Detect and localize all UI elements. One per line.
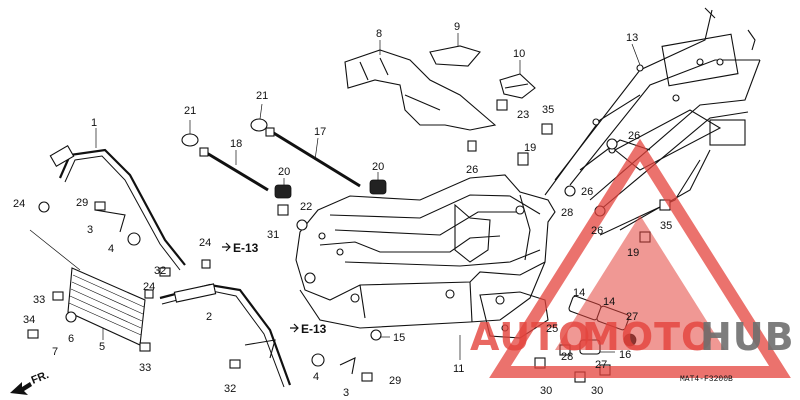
label-part-32a: 32 [154,265,166,277]
label-part-27a: 27 [626,311,638,323]
label-part-24b: 24 [199,237,211,249]
label-part-15: 15 [393,332,405,344]
watermark-logo: AUTO MOTO HUB [470,138,795,378]
label-part-19b: 19 [627,247,639,259]
front-direction-label: FR. [30,369,51,387]
label-part-35a: 35 [542,104,554,116]
label-part-26a: 26 [466,164,478,176]
front-arrow-icon [10,382,32,395]
watermark-text-moto: MOTO [582,315,714,359]
label-part-8: 8 [376,28,382,40]
main-frame [295,174,556,339]
label-part-21b: 21 [256,90,268,102]
label-part-18: 18 [230,138,242,150]
label-part-2: 2 [206,311,212,323]
label-part-1: 1 [91,117,97,129]
label-part-23: 23 [517,109,529,121]
label-part-27b: 27 [595,359,607,371]
label-part-11: 11 [453,363,464,375]
label-part-5: 5 [99,341,105,353]
label-part-30a: 30 [540,385,552,397]
oil-cooler-assembly [27,145,373,388]
label-part-14a: 14 [573,287,585,299]
watermark-text-hub: HUB [700,315,795,359]
label-part-33a: 33 [33,294,45,306]
label-part-26b: 26 [628,130,640,142]
part-labels: 1 2 3 3 4 4 5 6 7 8 9 10 11 13 14 14 15 … [13,21,672,399]
label-part-19a: 19 [524,142,536,154]
label-part-4b: 4 [313,371,319,383]
label-part-25: 25 [546,323,558,335]
label-part-29b: 29 [389,375,401,387]
label-part-14b: 14 [603,296,615,308]
label-part-35b: 35 [660,220,672,232]
reference-codes: E-13 E-13 [222,241,327,336]
long-bolts [199,127,361,192]
label-part-7: 7 [52,346,58,358]
label-part-26d: 26 [591,225,603,237]
label-part-22: 22 [300,201,312,213]
label-part-24a: 24 [13,198,25,210]
label-part-32b: 32 [224,383,236,395]
label-part-20b: 20 [372,161,384,173]
label-part-34: 34 [23,314,35,326]
label-part-28a: 28 [561,207,573,219]
label-part-33b: 33 [139,362,151,374]
label-part-9: 9 [454,21,460,33]
leader-lines [29,33,641,360]
label-part-29a: 29 [76,197,88,209]
front-direction-indicator: FR. [10,369,51,395]
label-part-26c: 26 [581,186,593,198]
sub-frame [544,7,761,236]
label-part-16: 16 [619,349,631,361]
diagram-code: MAT4-F3200B [680,375,733,384]
label-part-30b: 30 [591,385,603,397]
label-part-28b: 28 [561,351,573,363]
label-part-31: 31 [267,229,279,241]
label-part-17: 17 [314,126,326,138]
watermark-text-auto: AUTO [470,315,591,359]
label-part-20a: 20 [278,166,290,178]
ref-e13-lower: E-13 [301,322,327,336]
upper-covers [344,45,536,131]
ref-e13-upper: E-13 [233,241,259,255]
label-part-21a: 21 [184,105,196,117]
label-part-3b: 3 [343,387,349,399]
label-part-13: 13 [626,32,638,44]
label-part-10: 10 [513,48,525,60]
label-part-24c: 24 [143,281,155,293]
label-part-3a: 3 [87,224,93,236]
label-part-4a: 4 [108,243,114,255]
label-part-6: 6 [68,333,74,345]
